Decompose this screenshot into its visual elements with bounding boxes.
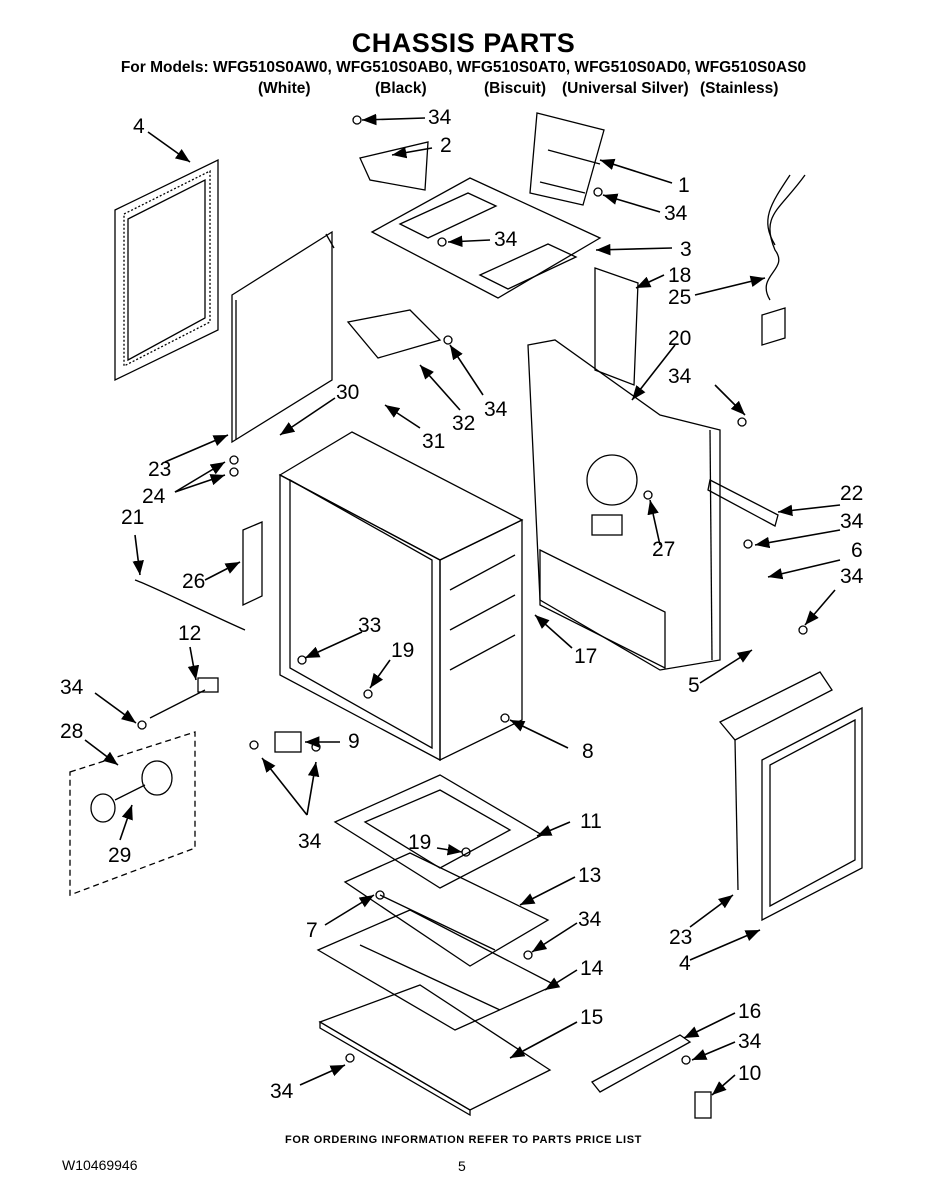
rear-rail-part bbox=[707, 479, 779, 527]
drawer-base-part bbox=[318, 984, 552, 1117]
callout-label: 34 bbox=[840, 510, 864, 533]
left-side-panel-part bbox=[114, 158, 219, 382]
callout-label: 34 bbox=[60, 676, 84, 699]
callout-label: 23 bbox=[148, 458, 171, 481]
callout-label: 29 bbox=[108, 844, 131, 867]
left-side-shield-part bbox=[231, 230, 335, 444]
callout-label: 8 bbox=[582, 740, 594, 763]
callout-label: 21 bbox=[121, 506, 144, 529]
duct-part bbox=[594, 267, 639, 386]
model-list: For Models: WFG510S0AW0, WFG510S0AB0, WF… bbox=[120, 59, 807, 76]
callout-label: 3 bbox=[680, 238, 692, 261]
color-label-universal-silver: (Universal Silver) bbox=[562, 80, 689, 97]
callout-label: 4 bbox=[679, 952, 691, 975]
burner-orifice-part bbox=[149, 677, 219, 719]
callout-label: 2 bbox=[440, 134, 452, 157]
ignitor-part bbox=[274, 731, 302, 753]
callout-label: 30 bbox=[336, 381, 359, 404]
callout-label: 34 bbox=[840, 565, 864, 588]
callout-label: 34 bbox=[270, 1080, 294, 1103]
callout-label: 11 bbox=[580, 810, 602, 833]
page-number: 5 bbox=[458, 1158, 466, 1174]
page-title: CHASSIS PARTS bbox=[351, 28, 576, 58]
callout-label: 17 bbox=[574, 645, 597, 668]
color-label-black: (Black) bbox=[375, 80, 427, 97]
callout-label: 34 bbox=[494, 228, 518, 251]
knob-assembly-part bbox=[69, 731, 196, 896]
callout-label: 28 bbox=[60, 720, 83, 743]
callout-label: 31 bbox=[422, 430, 445, 453]
callout-label: 26 bbox=[182, 570, 205, 593]
vent-duct-part bbox=[529, 112, 605, 206]
leveling-leg-part bbox=[694, 1091, 712, 1119]
color-label-white: (White) bbox=[258, 80, 311, 97]
parts-drawing bbox=[69, 112, 863, 1119]
leveling-bracket-part bbox=[591, 1034, 692, 1093]
callout-label: 25 bbox=[668, 286, 691, 309]
callout-label: 6 bbox=[851, 539, 863, 562]
callout-label: 7 bbox=[306, 919, 318, 942]
callout-label: 13 bbox=[578, 864, 601, 887]
callout-label: 34 bbox=[298, 830, 322, 853]
callout-label: 14 bbox=[580, 957, 604, 980]
callout-label: 24 bbox=[142, 485, 166, 508]
bracket-part bbox=[359, 141, 429, 191]
hinge-receiver-part bbox=[242, 521, 263, 607]
power-cord-part bbox=[761, 174, 806, 346]
callout-label: 16 bbox=[738, 1000, 761, 1023]
burner-shield-part bbox=[343, 852, 550, 967]
callout-label: 15 bbox=[580, 1006, 603, 1029]
callout-label: 32 bbox=[452, 412, 475, 435]
callout-label: 19 bbox=[391, 639, 414, 662]
callout-labels: 34 2 4 1 34 34 3 18 25 20 34 30 32 34 31… bbox=[60, 106, 864, 1103]
callout-label: 34 bbox=[428, 106, 452, 129]
callout-label: 22 bbox=[840, 482, 863, 505]
callout-label: 34 bbox=[664, 202, 688, 225]
callout-label: 23 bbox=[669, 926, 692, 949]
leader-arrows bbox=[84, 113, 841, 1096]
rear-panel-part bbox=[527, 339, 721, 671]
callout-label: 34 bbox=[738, 1030, 762, 1053]
callout-label: 9 bbox=[348, 730, 360, 753]
oven-bottom-part bbox=[316, 909, 557, 1031]
oven-cavity-part bbox=[278, 431, 524, 762]
callout-label: 18 bbox=[668, 264, 691, 287]
ordering-note: FOR ORDERING INFORMATION REFER TO PARTS … bbox=[285, 1134, 642, 1146]
document-number: W10469946 bbox=[62, 1157, 138, 1173]
color-label-stainless: (Stainless) bbox=[700, 80, 779, 97]
callout-label: 10 bbox=[738, 1062, 761, 1085]
callout-label: 4 bbox=[133, 115, 145, 138]
callout-label: 34 bbox=[578, 908, 602, 931]
callout-label: 1 bbox=[678, 174, 690, 197]
callout-label: 12 bbox=[178, 622, 201, 645]
valve-block-part bbox=[346, 309, 442, 359]
callout-label: 34 bbox=[668, 365, 692, 388]
callout-label: 19 bbox=[408, 831, 431, 854]
callout-label: 27 bbox=[652, 538, 675, 561]
screws bbox=[137, 115, 808, 1065]
door-gasket-part bbox=[134, 579, 246, 631]
right-side-panel-part bbox=[718, 671, 863, 922]
cooktop-support-part bbox=[370, 177, 602, 299]
callout-label: 5 bbox=[688, 674, 700, 697]
callout-label: 20 bbox=[668, 327, 691, 350]
callout-label: 34 bbox=[484, 398, 508, 421]
color-label-biscuit: (Biscuit) bbox=[484, 80, 546, 97]
bake-burner-part bbox=[333, 774, 544, 889]
callout-label: 33 bbox=[358, 614, 381, 637]
